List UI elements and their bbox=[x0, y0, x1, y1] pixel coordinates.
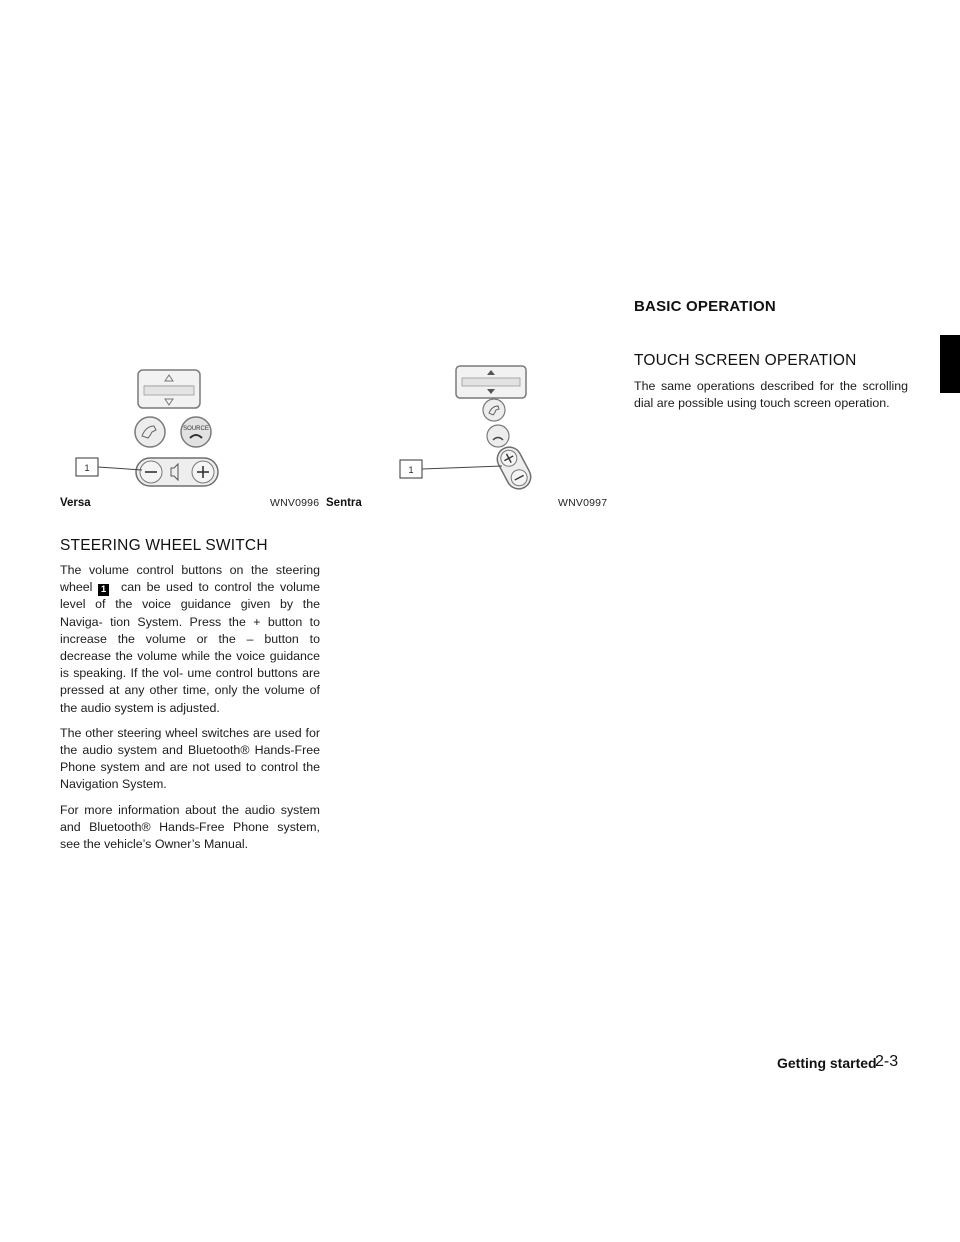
sentra-talk-button bbox=[482, 398, 506, 422]
minus-icon bbox=[514, 474, 524, 481]
source-label: SOURCE bbox=[183, 426, 209, 432]
steering-paragraph-3: For more information about the audio sys… bbox=[60, 802, 320, 852]
plus-icon bbox=[505, 453, 512, 464]
callout-badge: 1 bbox=[98, 584, 109, 597]
up-arrow-icon bbox=[487, 370, 495, 375]
touch-screen-paragraph: The same operations described for the sc… bbox=[634, 379, 908, 411]
callout-number: 1 bbox=[408, 465, 413, 475]
down-arrow-icon bbox=[164, 398, 174, 406]
footer-chapter-title: Getting started bbox=[777, 1055, 877, 1071]
steering-p1-rest: can be used to control the volume level … bbox=[60, 580, 320, 715]
heading-touch-screen: TOUCH SCREEN OPERATION bbox=[634, 352, 857, 369]
versa-talk-button bbox=[134, 416, 166, 448]
speaker-icon bbox=[170, 462, 179, 482]
figure-code-versa: WNV0996 bbox=[270, 497, 320, 509]
footer-page-number: 2-3 bbox=[875, 1053, 899, 1070]
phone-icon bbox=[488, 405, 500, 416]
phone-icon bbox=[141, 425, 157, 439]
steering-p1-lead: The volume control buttons on the steeri… bbox=[60, 563, 320, 595]
up-arrow-icon bbox=[164, 374, 174, 382]
figure-code-sentra: WNV0997 bbox=[558, 497, 608, 509]
down-arrow-icon bbox=[487, 389, 495, 394]
versa-switch-illustration: SOURCE 1 bbox=[75, 369, 219, 487]
callout-number: 1 bbox=[84, 463, 89, 473]
figure-caption-sentra: Sentra bbox=[326, 497, 362, 509]
hang-up-icon bbox=[189, 434, 203, 439]
steering-paragraph-2: The other steering wheel switches are us… bbox=[60, 725, 320, 792]
sentra-switch-illustration: 1 bbox=[399, 365, 532, 490]
hang-up-icon bbox=[492, 436, 504, 441]
steering-paragraph-1: The volume control buttons on the steeri… bbox=[60, 562, 320, 717]
figure-versa: SOURCE 1 bbox=[60, 362, 318, 494]
sentra-volume-switch bbox=[496, 446, 532, 490]
steering-text-block: The volume control buttons on the steeri… bbox=[60, 562, 320, 853]
versa-source-button bbox=[180, 416, 212, 448]
figure-sentra: 1 bbox=[326, 362, 608, 494]
callout-line bbox=[97, 466, 143, 471]
section-header: BASIC OPERATION bbox=[634, 298, 776, 315]
heading-steering-wheel-switch: STEERING WHEEL SWITCH bbox=[60, 537, 268, 554]
figure-caption-versa: Versa bbox=[60, 497, 91, 509]
callout-line bbox=[421, 465, 503, 470]
thumb-index-tab bbox=[940, 335, 960, 393]
sentra-source-button bbox=[486, 424, 510, 448]
